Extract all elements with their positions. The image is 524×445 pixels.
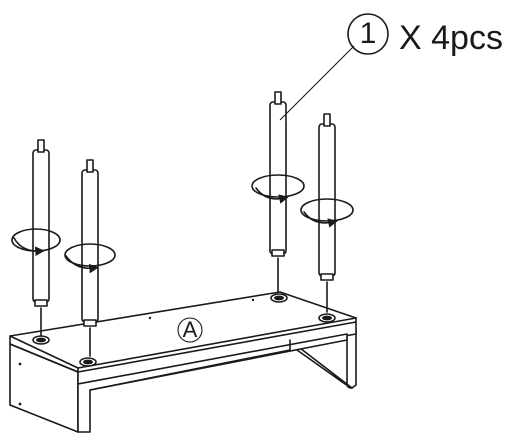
part-number: 1 [359, 17, 377, 50]
callout-leader-line [279, 45, 355, 121]
quantity-label: X 4pcs [399, 19, 503, 57]
leg-2 [64, 159, 116, 357]
leg-4 [300, 113, 354, 313]
callout-circle [347, 13, 389, 55]
leg-3 [251, 91, 305, 293]
panel-label-circle [177, 317, 203, 343]
panel-label: A [182, 317, 198, 342]
bench-panel [9, 291, 357, 433]
leg-1 [11, 139, 61, 337]
callout [279, 13, 389, 121]
